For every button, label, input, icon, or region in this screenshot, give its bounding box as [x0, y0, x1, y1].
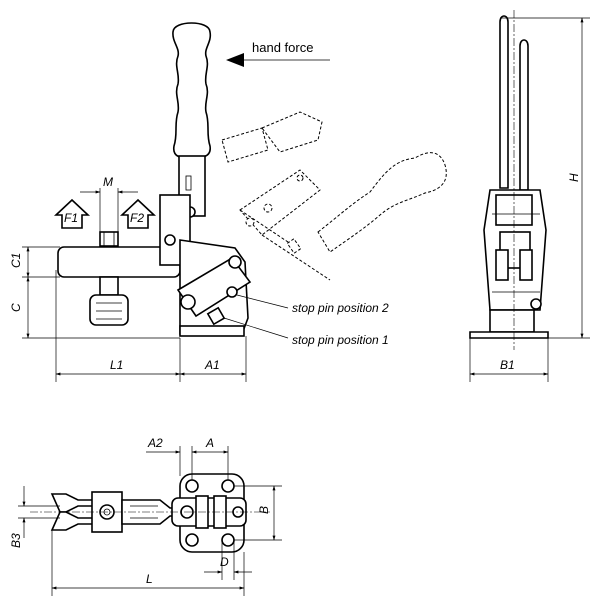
dim-h: H — [567, 173, 581, 182]
dim-c: C — [9, 303, 23, 312]
hand-force-label: hand force — [252, 40, 313, 55]
stop-pin-1 — [206, 306, 226, 326]
dim-m: M — [103, 175, 113, 189]
stop-pin-2 — [226, 286, 238, 298]
dim-b3: B3 — [9, 533, 23, 548]
top-prong-upper — [50, 493, 97, 513]
stop-pin-1-label: stop pin position 1 — [292, 333, 389, 347]
ghost-handle-open — [221, 111, 447, 281]
dim-l1: L1 — [110, 358, 123, 372]
side-view: H B1 — [469, 10, 590, 382]
spindle-top-nut — [99, 231, 119, 247]
side-handle-left — [499, 15, 509, 189]
side-handle-right — [519, 39, 529, 191]
dim-c1: C1 — [9, 253, 23, 268]
dim-b1: B1 — [500, 358, 515, 372]
force-arrow-f1 — [53, 198, 91, 229]
front-view: F1 F2 hand force stop pin position 2 sto… — [9, 22, 447, 382]
force-label-f2: F2 — [130, 211, 144, 225]
force-label-f1: F1 — [64, 211, 78, 225]
top-prong-lower — [50, 511, 97, 531]
dim-a1: A1 — [204, 358, 220, 372]
force-arrow-f2 — [119, 198, 157, 229]
base-plate — [179, 325, 245, 337]
dim-a: A — [205, 436, 214, 450]
dim-l: L — [146, 572, 153, 586]
side-base — [469, 331, 549, 339]
spindle-lower-nut — [99, 276, 119, 296]
handle-slot — [185, 175, 192, 191]
top-view: A2 A B B3 D L — [9, 436, 282, 596]
dim-d: D — [220, 555, 229, 569]
stop-pin-2-label: stop pin position 2 — [292, 301, 389, 315]
spindle-pad — [89, 294, 129, 326]
dim-b: B — [257, 506, 271, 514]
dim-a2: A2 — [147, 436, 163, 450]
handle-grip — [172, 22, 212, 159]
